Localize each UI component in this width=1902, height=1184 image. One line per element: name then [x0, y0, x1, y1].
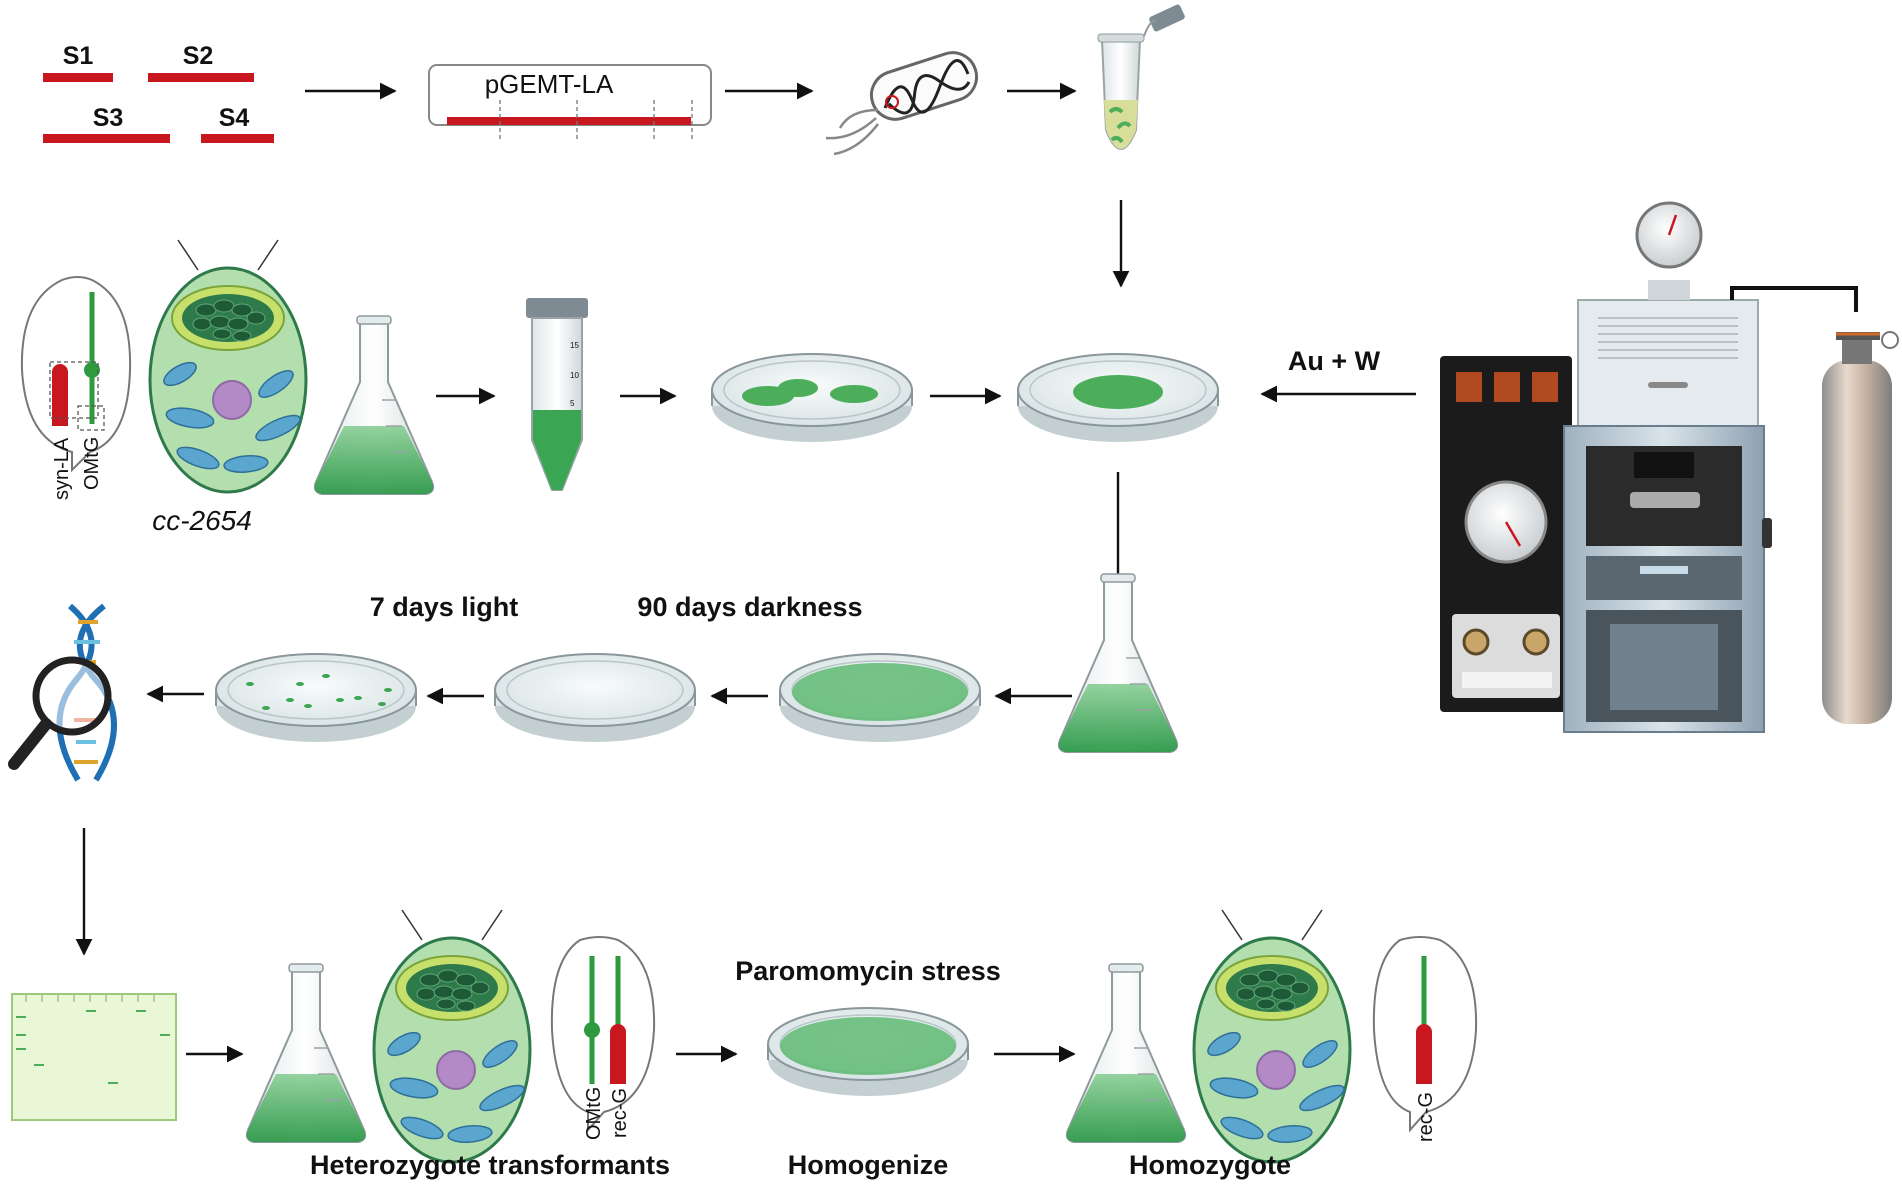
heterozygote-flask	[245, 963, 367, 1143]
chromosome-label-omtg: OMtG	[81, 437, 103, 490]
homozygote-label: Homozygote	[1129, 1150, 1291, 1180]
heterozygote-label: Heterozygote transformants	[310, 1150, 670, 1180]
chromosome-label-rec-g: rec-G	[609, 1088, 631, 1138]
magnifier-icon	[8, 656, 112, 770]
strain-label: cc-2654	[152, 505, 252, 536]
gel-image	[11, 993, 177, 1121]
vector-pgemt-la: pGEMT-LA	[428, 64, 712, 140]
petri-dish-spots	[711, 353, 913, 443]
petri-dish-dark	[494, 653, 696, 743]
petri-dish-green	[779, 653, 981, 743]
fragment-bar-s3	[43, 134, 170, 143]
algal-cell-cc2654	[148, 238, 308, 494]
petri-dish-stress	[767, 1007, 969, 1097]
tube-mark-5: 5	[570, 399, 575, 408]
vector-label: pGEMT-LA	[485, 69, 614, 99]
bombardment-label: Au + W	[1288, 346, 1381, 376]
gene-gun-icon	[1440, 201, 1858, 733]
chromosome-bubble-3: rec-G	[1372, 936, 1478, 1142]
gas-cylinder-icon	[1822, 331, 1899, 724]
dna-fragments: S1 S2 S3 S4	[43, 42, 274, 143]
fragment-label-s4: S4	[219, 104, 250, 132]
fragment-label-s2: S2	[183, 42, 214, 70]
recovery-flask	[1057, 573, 1179, 753]
insert-bar	[447, 117, 691, 125]
microcentrifuge-tube-icon	[1097, 4, 1185, 150]
heterozygote-cell	[372, 908, 532, 1164]
tube-mark-10: 10	[570, 371, 579, 380]
fragment-label-s3: S3	[93, 104, 124, 132]
dark-selection-label: 90 days darkness	[637, 592, 862, 622]
homozygote-flask	[1065, 963, 1187, 1143]
homogenize-label: Homogenize	[788, 1150, 949, 1180]
stress-label: Paromomycin stress	[735, 956, 1001, 986]
light-selection-label: 7 days light	[370, 592, 519, 622]
tube-mark-15: 15	[570, 341, 579, 350]
fragment-bar-s1	[43, 73, 113, 82]
fragment-bar-s2	[148, 73, 254, 82]
conical-tube-icon: 15 10 5	[526, 298, 588, 491]
chromosome-label-syn-la: syn-LA	[51, 437, 73, 500]
petri-dish-lawn	[1017, 353, 1219, 443]
petri-dish-colonies	[215, 653, 417, 743]
culture-flask	[313, 315, 435, 495]
fragment-bar-s4	[201, 134, 274, 143]
chromosome-label-rec-g: rec-G	[1415, 1092, 1437, 1142]
bacterium-icon	[825, 51, 979, 156]
fragment-label-s1: S1	[63, 42, 94, 70]
chromosome-label-omtg: OMtG	[583, 1087, 605, 1140]
chromosome-bubble-2: OMtG rec-G	[550, 936, 656, 1140]
chromosome-bubble-1: syn-LA OMtG	[20, 276, 132, 500]
homozygote-cell	[1192, 908, 1352, 1164]
